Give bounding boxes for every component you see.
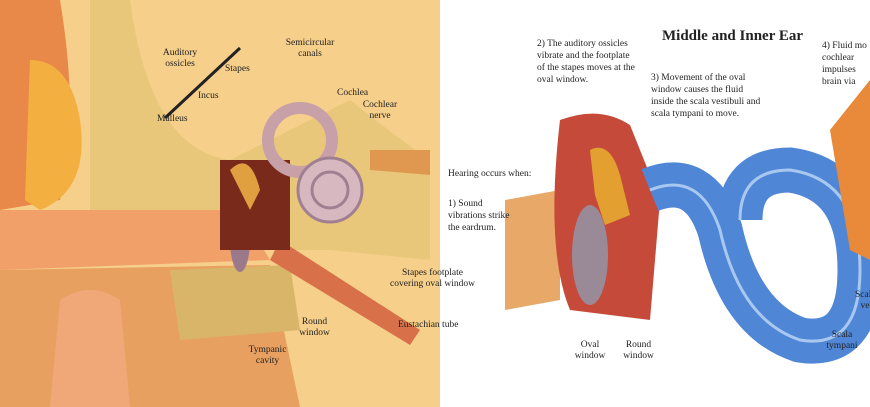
ear-canal (0, 210, 270, 270)
semicircular-canals-shape (262, 102, 338, 178)
label-round-window-right: Round window (623, 340, 654, 361)
label-scala-vestibuli: Scala ve (855, 290, 870, 311)
ossicles-right (590, 147, 630, 225)
label-tympanic-cavity: Tympanic cavity (248, 345, 287, 366)
canal-right (505, 190, 560, 310)
cochlear-nerve-shape (370, 150, 430, 175)
steps-heading: Hearing occurs when: (448, 169, 532, 179)
label-round-window: Round window (299, 317, 330, 338)
eardrum-right (572, 205, 608, 305)
cochlea-spiral (310, 170, 350, 210)
cochlea-shape (296, 156, 364, 224)
diagram-title: Middle and Inner Ear (662, 28, 803, 44)
cartilage (50, 290, 130, 407)
step-2: 2) The auditory ossicles vibrate and the… (537, 39, 635, 85)
cochlea-uncoiled (641, 147, 870, 364)
step-4: 4) Fluid mo cochlear impulses brain via (822, 41, 867, 87)
label-malleus: Malleus (157, 114, 188, 124)
label-oval-window: Oval window (574, 340, 606, 361)
label-stapes: Stapes (225, 64, 250, 74)
label-cochlea: Cochlea (337, 88, 369, 98)
tympanic-cavity-shape (220, 160, 290, 250)
cochlea-flow-line (649, 168, 862, 343)
label-auditory-ossicles: Auditory ossicles (162, 48, 198, 69)
auditory-nerve-right (830, 80, 870, 260)
ossicles-shape (230, 163, 260, 210)
label-stapes-footplate: Stapes footplate covering oval window (390, 268, 475, 289)
label-eustachian-tube: Eustachian tube (398, 320, 459, 330)
label-semicircular-canals: Semicircular canals (285, 38, 335, 59)
ossicles-bracket (163, 46, 242, 120)
label-scala-tympani: Scala tympani (826, 330, 858, 351)
label-cochlear-nerve: Cochlear nerve (362, 100, 398, 121)
bone-lower (170, 265, 300, 340)
step-1: 1) Sound vibrations strike the eardrum. (448, 199, 510, 233)
fat-tissue (25, 60, 82, 210)
eustachian-tube-shape (270, 240, 420, 345)
label-incus: Incus (198, 91, 219, 101)
step-3: 3) Movement of the oval window causes th… (651, 73, 761, 119)
